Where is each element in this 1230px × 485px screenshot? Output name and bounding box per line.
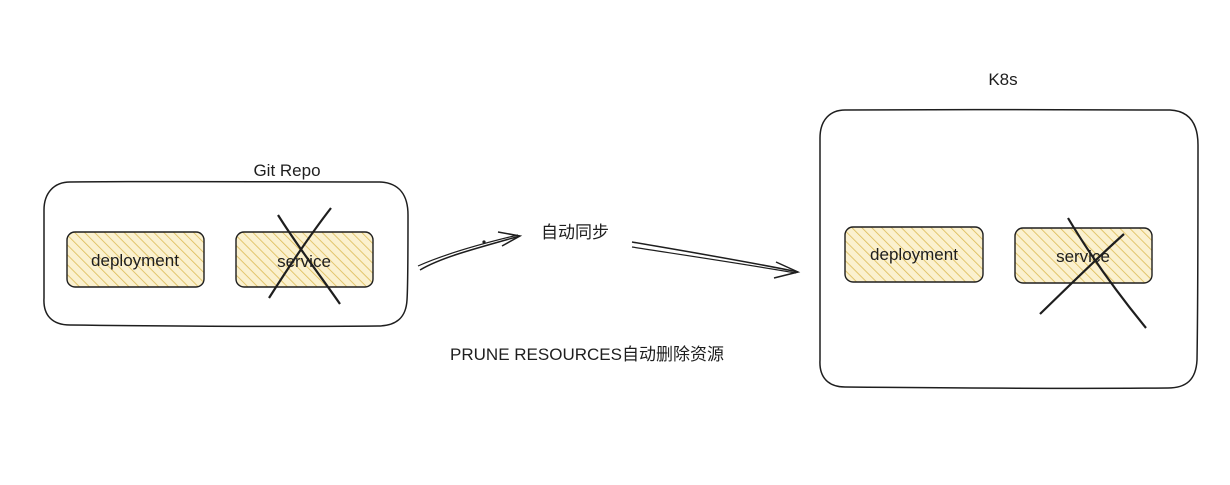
- k8s-deployment-item: deployment: [844, 226, 984, 283]
- git-repo-title: Git Repo: [253, 161, 320, 180]
- git-service-item: service: [235, 207, 374, 305]
- k8s-service-item: service: [1014, 217, 1153, 329]
- k8s-service-cross-mark: [1067, 217, 1147, 329]
- sync-arrow-2: [631, 241, 801, 279]
- k8s-group: K8s deployment service: [819, 70, 1199, 390]
- git-deployment-label: deployment: [91, 251, 179, 270]
- k8s-deployment-label: deployment: [870, 245, 958, 264]
- k8s-title: K8s: [988, 70, 1017, 89]
- sync-label: 自动同步: [541, 223, 609, 242]
- git-service-cross-mark: [277, 214, 341, 305]
- git-service-box: [235, 231, 374, 288]
- git-deployment-box: [66, 231, 205, 288]
- sync-arrow: [417, 231, 523, 271]
- k8s-deployment-box: [844, 226, 984, 283]
- k8s-service-box: [1014, 227, 1153, 284]
- git-deployment-item: deployment: [66, 231, 205, 288]
- git-repo-container: [43, 180, 409, 328]
- k8s-service-cross-mark-2: [1039, 233, 1125, 315]
- k8s-container: [819, 108, 1199, 390]
- k8s-service-label: service: [1056, 247, 1110, 266]
- git-repo-group: Git Repo deployment service: [43, 161, 409, 328]
- git-service-cross-mark-2: [268, 207, 332, 299]
- prune-label: PRUNE RESOURCES自动删除资源: [450, 345, 724, 364]
